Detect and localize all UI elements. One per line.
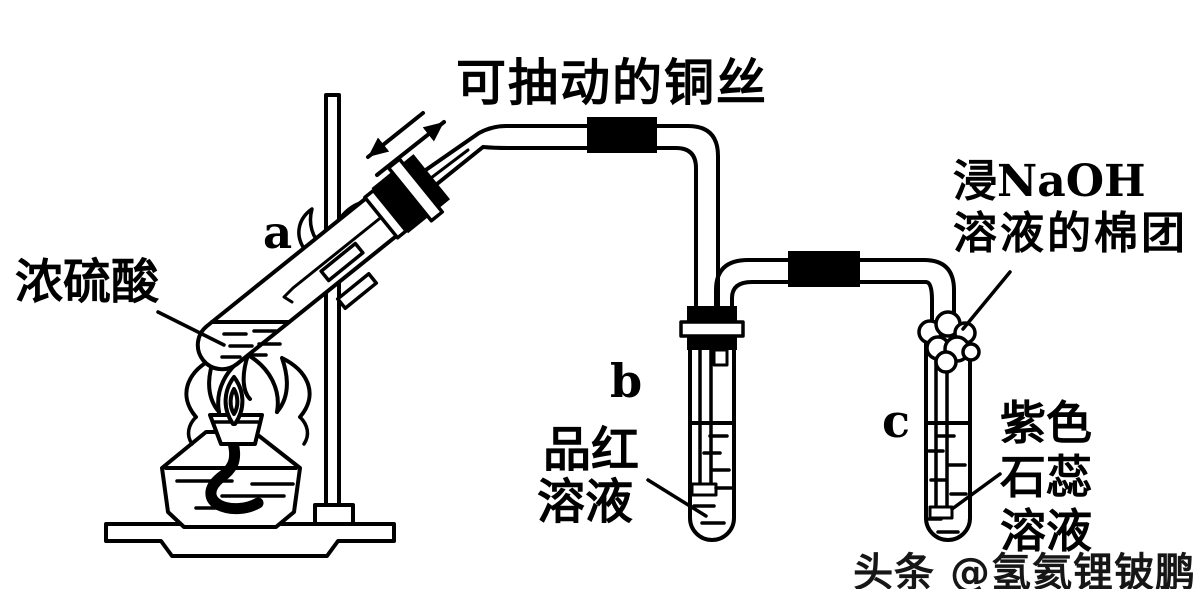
tube-b-letter: b bbox=[610, 354, 643, 408]
litmus-liquid-dashes bbox=[927, 434, 968, 534]
fuchsin-label-line1: 品红 bbox=[543, 422, 640, 478]
pointer-lines bbox=[156, 270, 1012, 518]
cotton-ball bbox=[917, 310, 981, 374]
arrow-up-right bbox=[375, 120, 446, 177]
naoh-cotton-label-line1: 浸NaOH bbox=[953, 156, 1146, 207]
stopper-a bbox=[363, 154, 451, 240]
inner-tube-foot-c bbox=[928, 505, 954, 520]
inner-tube-foot-b bbox=[690, 482, 718, 497]
flame-core bbox=[228, 387, 240, 416]
stopper-b-band bbox=[679, 320, 745, 338]
outlet-stub-b bbox=[712, 348, 729, 367]
lamp-wick bbox=[205, 437, 264, 515]
pole-foot bbox=[313, 503, 355, 526]
fuchsin-pointer-line bbox=[646, 478, 708, 518]
pull-arrows bbox=[366, 111, 446, 177]
inner-flame bbox=[223, 375, 245, 426]
tube-c-letter: c bbox=[882, 394, 911, 448]
litmus-label-line1: 紫色 bbox=[1000, 396, 1092, 450]
watermark: 头条 @氢氦锂铍鹏 bbox=[853, 550, 1196, 589]
naoh-cotton-label-line2: 溶液的棉团 bbox=[953, 208, 1188, 259]
acid-label: 浓硫酸 bbox=[15, 254, 160, 310]
naoh-pointer-line bbox=[961, 270, 1012, 331]
arrow-down-left bbox=[366, 111, 425, 159]
rubber-connector-1 bbox=[587, 117, 657, 153]
delivery-tube-2 bbox=[714, 251, 956, 342]
stopper-b bbox=[679, 306, 745, 350]
fuchsin-label-line2: 溶液 bbox=[537, 474, 634, 530]
tube-b-inner-tube bbox=[698, 348, 713, 486]
stand-pole bbox=[324, 93, 341, 527]
acid-liquid-dashes bbox=[220, 329, 282, 359]
litmus-label-line3: 溶液 bbox=[1000, 504, 1092, 558]
copper-wire bbox=[282, 209, 391, 304]
delivery-tube-1 bbox=[418, 117, 720, 308]
acid-pointer-line bbox=[156, 310, 226, 347]
flame bbox=[184, 353, 312, 446]
clamp-jaw-2 bbox=[335, 272, 379, 310]
copper-wire-label: 可抽动的铜丝 bbox=[456, 53, 768, 112]
copper-wire-in-tube bbox=[425, 148, 470, 183]
litmus-pointer-line bbox=[950, 472, 1002, 511]
test-tube-c bbox=[924, 323, 972, 542]
alcohol-lamp bbox=[160, 413, 302, 529]
test-tube-b bbox=[688, 345, 736, 542]
fuchsin-liquid-dashes bbox=[692, 434, 733, 525]
clamp-jaw-1 bbox=[319, 241, 365, 283]
stand-base bbox=[104, 522, 396, 558]
litmus-label-line2: 石蕊 bbox=[1000, 450, 1092, 504]
tube-a-letter: a bbox=[263, 206, 293, 259]
test-tube-a bbox=[195, 177, 422, 372]
rubber-connector-2 bbox=[788, 251, 860, 287]
